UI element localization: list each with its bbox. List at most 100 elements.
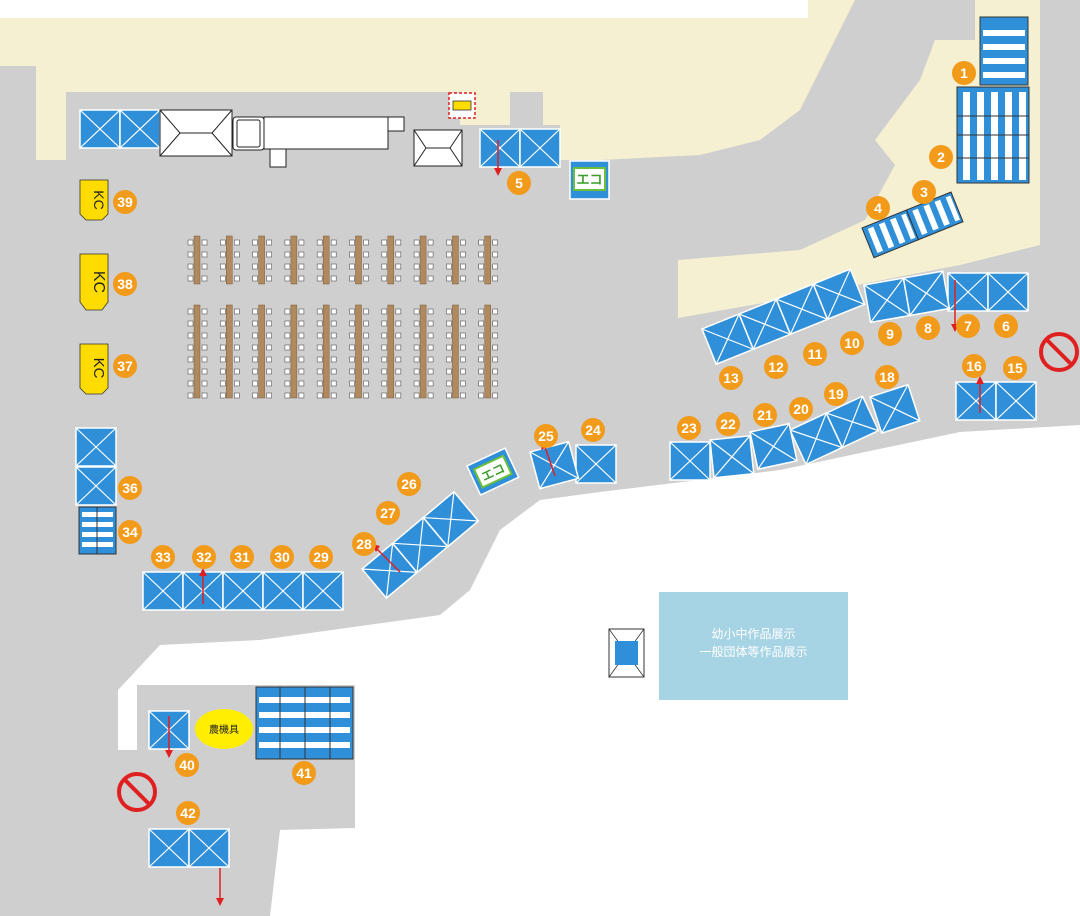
- table-with-chairs: [316, 235, 337, 285]
- svg-text:3: 3: [920, 184, 928, 200]
- tent-2[interactable]: [956, 86, 1030, 184]
- booth-42-tents[interactable]: [148, 828, 230, 906]
- booth-badge-12: 12: [764, 355, 788, 379]
- buildings-top: [159, 109, 463, 168]
- svg-text:22: 22: [720, 416, 736, 432]
- booth-36-tents[interactable]: [75, 427, 117, 506]
- svg-text:4: 4: [874, 200, 882, 216]
- tent-1[interactable]: [979, 16, 1029, 86]
- svg-text:KC: KC: [91, 190, 107, 209]
- eco-station-top[interactable]: エコ: [569, 160, 610, 200]
- svg-text:6: 6: [1002, 318, 1010, 334]
- booth-badge-29: 29: [309, 545, 333, 569]
- booth-badge-11: 11: [803, 342, 827, 366]
- booth-badge-40: 40: [175, 753, 199, 777]
- eco-station-middle[interactable]: エコ: [466, 447, 520, 496]
- booth-badge-18: 18: [875, 365, 899, 389]
- booth-badge-9: 9: [878, 322, 902, 346]
- booth-badge-25: 25: [534, 424, 558, 448]
- table-with-chairs: [381, 235, 402, 285]
- table-with-chairs: [349, 235, 369, 285]
- booth-40-tent[interactable]: [148, 710, 190, 758]
- table-with-chairs: [284, 304, 305, 399]
- svg-text:38: 38: [117, 276, 133, 292]
- booth-badge-26: 26: [397, 472, 421, 496]
- svg-text:15: 15: [1007, 360, 1023, 376]
- table-with-chairs: [187, 304, 208, 399]
- portable-toilet-38: KC: [79, 253, 109, 311]
- svg-text:KC: KC: [90, 358, 107, 379]
- booth-29-33-tents[interactable]: [142, 568, 344, 611]
- portable-toilet-39: KC: [79, 179, 109, 221]
- svg-text:41: 41: [296, 765, 312, 781]
- white-strip-right: [1040, 0, 1080, 250]
- booth-badge-34: 34: [118, 520, 142, 544]
- booth-badge-4: 4: [866, 196, 890, 220]
- table-with-chairs: [284, 235, 305, 285]
- booth-28-arrow: [375, 547, 401, 573]
- svg-text:16: 16: [966, 358, 982, 374]
- booth-badge-5: 5: [507, 171, 531, 195]
- booth-badge-36: 36: [118, 476, 142, 500]
- booth-badge-21: 21: [753, 403, 777, 427]
- booth-badge-7: 7: [956, 314, 980, 338]
- table-with-chairs: [413, 235, 434, 285]
- svg-text:23: 23: [681, 420, 697, 436]
- svg-text:28: 28: [356, 536, 372, 552]
- svg-text:34: 34: [122, 524, 138, 540]
- svg-text:11: 11: [808, 346, 823, 362]
- table-with-chairs: [478, 235, 499, 285]
- white-strip-top: [0, 0, 808, 18]
- svg-text:10: 10: [844, 335, 860, 351]
- table-with-chairs: [349, 304, 369, 399]
- svg-text:2: 2: [937, 149, 945, 165]
- farm-machinery-label: 農機具: [209, 723, 239, 736]
- table-with-chairs: [413, 304, 434, 399]
- svg-text:37: 37: [117, 358, 133, 374]
- booth-badge-8: 8: [916, 316, 940, 340]
- svg-text:29: 29: [313, 549, 329, 565]
- booth-badge-22: 22: [716, 412, 740, 436]
- svg-text:32: 32: [196, 549, 212, 565]
- exhibit-hall: [659, 592, 848, 700]
- booth-badge-19: 19: [824, 382, 848, 406]
- booth-badge-13: 13: [719, 366, 743, 390]
- booth-badge-1: 1: [952, 61, 976, 85]
- table-with-chairs: [478, 304, 499, 399]
- svg-text:20: 20: [793, 401, 809, 417]
- exhibit-line2: 一般団体等作品展示: [699, 644, 807, 659]
- table-with-chairs: [252, 235, 272, 285]
- booth-badge-6: 6: [994, 314, 1018, 338]
- svg-text:42: 42: [180, 805, 196, 821]
- booth-badge-2: 2: [929, 145, 953, 169]
- seating-tables: [187, 235, 499, 399]
- svg-text:12: 12: [768, 359, 784, 375]
- table-with-chairs: [220, 304, 240, 399]
- booth-badge-28: 28: [352, 532, 376, 556]
- table-with-chairs: [446, 304, 466, 399]
- tent-3-4[interactable]: [861, 191, 964, 259]
- booth-badge-15: 15: [1003, 356, 1027, 380]
- top-booths-left: [79, 109, 161, 149]
- svg-text:5: 5: [515, 175, 523, 191]
- booth-badge-23: 23: [677, 416, 701, 440]
- booth-badge-41: 41: [292, 761, 316, 785]
- booth-badge-24: 24: [581, 418, 605, 442]
- booth-5-tents[interactable]: [479, 128, 561, 176]
- booth-badge-42: 42: [176, 801, 200, 825]
- table-with-chairs: [252, 304, 272, 399]
- svg-text:40: 40: [179, 757, 195, 773]
- booth-badge-39: 39: [113, 190, 137, 214]
- booth-15-16-tents[interactable]: [955, 376, 1037, 421]
- svg-text:13: 13: [723, 370, 739, 386]
- tent-34[interactable]: [78, 506, 117, 555]
- svg-text:27: 27: [380, 505, 396, 521]
- eco-label: エコ: [576, 172, 602, 187]
- table-with-chairs: [220, 235, 240, 285]
- booth-badge-37: 37: [113, 354, 137, 378]
- table-with-chairs: [381, 304, 402, 399]
- tent-41[interactable]: [255, 686, 354, 760]
- svg-text:31: 31: [234, 549, 250, 565]
- booth-badge-32: 32: [192, 545, 216, 569]
